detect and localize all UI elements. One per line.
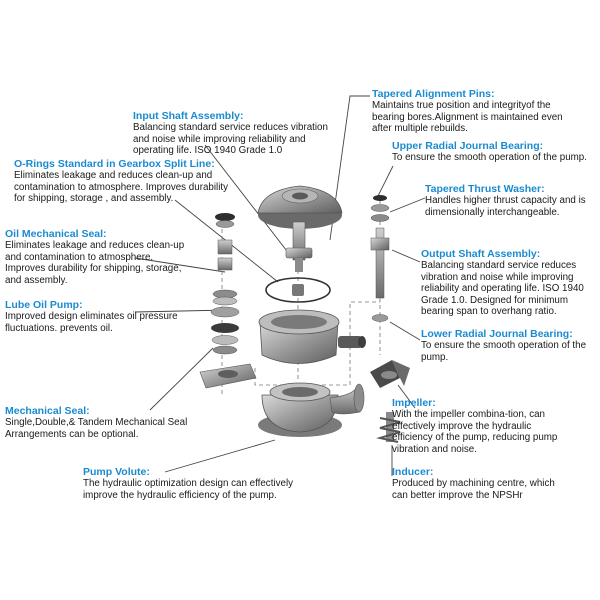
- callout-title: Upper Radial Journal Bearing:: [392, 140, 544, 152]
- callout-text: Balancing standard service reduces vibra…: [421, 260, 584, 317]
- inducer: [376, 412, 401, 443]
- leader-mech-seal: [149, 347, 214, 411]
- callout-orings: O-Rings Standard in Gearbox Split Line: …: [14, 158, 228, 205]
- leader-upper-radial: [377, 165, 394, 197]
- callout-title: Pump Volute:: [83, 466, 150, 478]
- mechanical-seal-gland: [199, 363, 257, 389]
- callout-input-shaft: Input Shaft Assembly: Balancing standard…: [133, 110, 328, 157]
- callout-lower-radial: Lower Radial Journal Bearing: To ensure …: [421, 328, 586, 363]
- callout-oil-seal: Oil Mechanical Seal: Eliminates leakage …: [5, 228, 184, 286]
- callout-output-shaft: Output Shaft Assembly: Balancing standar…: [421, 248, 584, 318]
- callout-title: Impeller:: [392, 397, 436, 409]
- leader-output-shaft: [391, 249, 421, 263]
- callout-title: Tapered Alignment Pins:: [372, 88, 495, 100]
- pump-volute: [258, 382, 365, 437]
- right-component-stack: [370, 195, 390, 322]
- callout-text: The hydraulic optimization design can ef…: [83, 478, 294, 501]
- callout-title: O-Rings Standard in Gearbox Split Line:: [14, 158, 215, 170]
- callout-inducer: Inducer: Produced by machining centre, w…: [392, 466, 555, 501]
- callout-title: Oil Mechanical Seal:: [5, 228, 107, 240]
- input-shaft: [285, 221, 313, 272]
- callout-text: Eliminates leakage and reduces clean-up …: [14, 170, 229, 204]
- callout-upper-radial: Upper Radial Journal Bearing: To ensure …: [392, 140, 587, 164]
- callout-text: Produced by machining centre, which can …: [392, 478, 555, 501]
- callout-text: To ensure the smooth operation of the pu…: [421, 340, 587, 363]
- leader-lines: [134, 95, 426, 476]
- callout-title: Mechanical Seal:: [5, 405, 90, 417]
- callout-impeller: Impeller: With the impeller combina-tion…: [392, 397, 557, 455]
- callout-title: Tapered Thrust Washer:: [425, 183, 545, 195]
- gearbox-top-cover: [257, 185, 343, 229]
- leader-impeller: [397, 384, 416, 409]
- callout-lube-pump: Lube Oil Pump: Improved design eliminate…: [5, 299, 178, 334]
- leader-volute: [164, 439, 276, 473]
- callout-text: With the impeller combina-tion, can effe…: [392, 409, 558, 455]
- gearbox-o-ring: [265, 277, 331, 303]
- leader-input-shaft: [204, 144, 291, 256]
- callout-volute: Pump Volute: The hydraulic optimization …: [83, 466, 293, 501]
- callout-text: Eliminates leakage and reduces clean-up …: [5, 240, 185, 286]
- callout-title: Inducer:: [392, 466, 434, 478]
- callout-text: Single,Double,& Tandem Mechanical Seal A…: [5, 417, 188, 440]
- callout-title: Lower Radial Journal Bearing:: [421, 328, 573, 340]
- left-component-stack: [210, 213, 240, 355]
- leader-thrust-washer: [389, 197, 426, 213]
- callout-title: Lube Oil Pump:: [5, 299, 83, 311]
- lube-pump-gear: [292, 284, 304, 296]
- callout-text: Handles higher thrust capacity and is di…: [425, 195, 586, 218]
- callout-title: Output Shaft Assembly:: [421, 248, 541, 260]
- callout-text: Balancing standard service reduces vibra…: [133, 122, 328, 156]
- callout-thrust-washer: Tapered Thrust Washer: Handles higher th…: [425, 183, 586, 218]
- callout-text: To ensure the smooth operation of the pu…: [392, 152, 587, 163]
- gearbox-housing: [258, 309, 366, 364]
- callout-mech-seal: Mechanical Seal: Single,Double,& Tandem …: [5, 405, 187, 440]
- leader-oil-seal: [134, 257, 226, 273]
- callout-text: Improved design eliminates oil pressure …: [5, 311, 178, 334]
- callout-title: Input Shaft Assembly:: [133, 110, 244, 122]
- impeller: [370, 360, 410, 388]
- leader-lower-radial: [389, 321, 421, 341]
- callout-tapered-pins: Tapered Alignment Pins: Maintains true p…: [372, 88, 563, 135]
- callout-text: Maintains true position and integrityof …: [372, 100, 563, 134]
- leader-tapered-pins: [329, 95, 370, 241]
